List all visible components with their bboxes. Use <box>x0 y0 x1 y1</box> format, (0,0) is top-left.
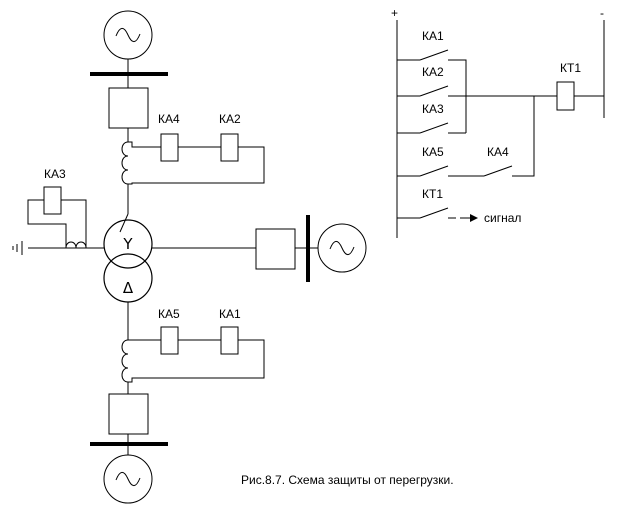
transformer-star-delta: Y Δ <box>103 219 153 303</box>
label-ka1: КА1 <box>219 307 241 321</box>
label-ka2-contact: КА2 <box>422 65 444 79</box>
ct-coil-upper <box>121 141 129 185</box>
figure-caption: Рис.8.7. Схема защиты от перегрузки. <box>241 473 454 487</box>
relay-ka5-coil <box>160 326 179 355</box>
contact-ka3 <box>419 122 449 134</box>
label-ka4: КА4 <box>158 112 180 126</box>
relay-ka2-coil <box>220 133 239 162</box>
signal-arrow-icon <box>460 214 478 222</box>
label-kt1-contact: КТ1 <box>422 187 443 201</box>
minus-pole: - <box>600 6 604 20</box>
relay-ka1-coil <box>220 326 239 355</box>
generator-bottom <box>103 454 153 504</box>
label-ka3: КА3 <box>44 167 66 181</box>
label-ka5: КА5 <box>158 307 180 321</box>
breaker-bottom <box>108 393 149 435</box>
contact-ka5 <box>419 165 449 177</box>
star-symbol: Y <box>122 235 133 253</box>
ct-coil-lower <box>121 339 129 383</box>
breaker-top <box>108 87 149 129</box>
contact-kt1 <box>419 207 449 219</box>
plus-pole: + <box>391 6 398 20</box>
label-ka2: КА2 <box>219 112 241 126</box>
signal-label: сигнал <box>484 211 521 225</box>
label-ka5-contact: КА5 <box>422 145 444 159</box>
label-ka1-contact: КА1 <box>422 29 444 43</box>
relay-ka4-coil <box>160 133 179 162</box>
breaker-right <box>255 228 296 270</box>
contact-ka1 <box>419 49 449 61</box>
generator-right <box>317 223 367 273</box>
relay-kt1-coil <box>556 81 575 111</box>
delta-symbol: Δ <box>123 279 134 297</box>
ct-coil-neutral <box>65 241 87 249</box>
label-ka4-contact: КА4 <box>487 145 509 159</box>
label-kt1-coil: КТ1 <box>560 61 581 75</box>
contact-ka4 <box>483 165 513 177</box>
relay-ka3-coil <box>43 186 62 215</box>
generator-top <box>103 10 153 60</box>
label-ka3-contact: КА3 <box>422 102 444 116</box>
contact-ka2 <box>419 85 449 97</box>
